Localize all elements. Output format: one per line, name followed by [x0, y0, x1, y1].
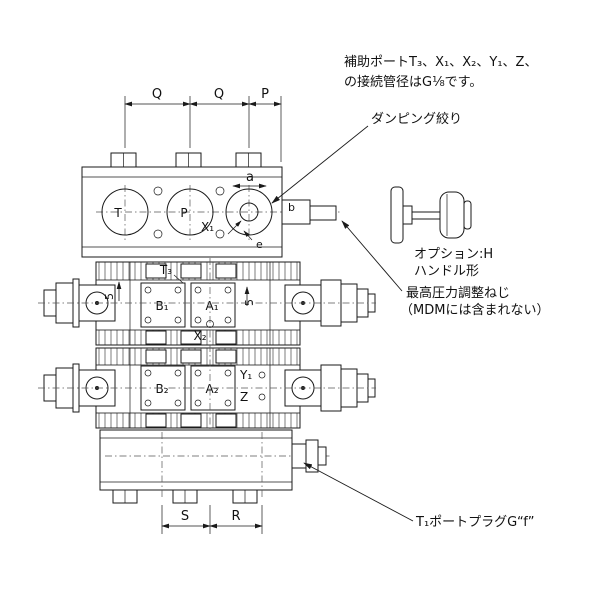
dim-label-5-left: 5 — [103, 293, 116, 300]
port-circle-p — [166, 188, 214, 236]
port-square-b1 — [140, 282, 186, 328]
note-aux-ports-line2: の接続管径はG⅛です。 — [344, 74, 482, 90]
dim-label-e: e — [256, 238, 263, 251]
t1-port-boss — [291, 443, 307, 469]
dim-label-r: R — [231, 509, 240, 524]
mounting-hole — [215, 229, 225, 239]
handle-stem — [411, 211, 441, 220]
bolt-heads-top — [110, 152, 262, 168]
y-port-hole — [258, 371, 266, 379]
note-option-line2: ハンドル形 — [414, 264, 479, 279]
port-label-t: T — [113, 206, 122, 220]
port-label-a1: A₁ — [205, 299, 218, 313]
note-pressure-line1: 最高圧力調整ねじ — [406, 285, 510, 301]
bolt-head — [180, 330, 202, 345]
port-square-b2 — [140, 365, 186, 411]
bolt-head — [145, 413, 167, 428]
port-label-p: P — [180, 206, 187, 220]
bottom-dimensions: S R — [161, 505, 263, 534]
port-circle-t — [101, 188, 149, 236]
valve-section-2: B₂ A₂ Y₁ Z — [43, 347, 376, 429]
dim-label-s: S — [181, 509, 189, 524]
t1-plug-leader — [303, 462, 414, 522]
port-label-y1: Y₁ — [239, 368, 252, 382]
port-label-x1: X₁ — [201, 220, 214, 234]
bolt-head — [180, 263, 202, 279]
handle-knob — [439, 191, 465, 239]
dim-label-q2: Q — [214, 87, 224, 102]
leader-lines — [271, 125, 414, 522]
dim-label-q1: Q — [152, 87, 162, 102]
port-label-b1: B₁ — [155, 299, 168, 313]
handle-bar — [390, 186, 404, 244]
manifold-body — [99, 429, 293, 491]
top-dimensions: Q Q P — [124, 87, 282, 162]
bolt-head — [215, 413, 237, 428]
note-damping: ダンピング絞り — [371, 112, 462, 127]
side-port-plug — [309, 205, 337, 221]
port-label-b2: B₂ — [155, 382, 168, 396]
side-port-boss — [281, 199, 311, 225]
bolt-head — [145, 330, 167, 345]
mounting-hole — [153, 229, 163, 239]
bolt-head — [180, 349, 202, 364]
dim-label-b: b — [288, 201, 295, 214]
bottom-manifold — [99, 429, 330, 504]
port-square-a1 — [190, 282, 236, 328]
damping-leader — [271, 125, 369, 204]
port-label-z: Z — [240, 390, 248, 404]
t1-port-plug-tip — [317, 446, 327, 466]
handle-option-figure — [390, 186, 472, 244]
note-aux-ports-line1: 補助ポートT₃、X₁、X₂、Y₁、Z、 — [344, 55, 537, 70]
annotations: 補助ポートT₃、X₁、X₂、Y₁、Z、 の接続管径はG⅛です。 ダンピング絞り … — [344, 55, 549, 530]
port-label-x2: X₂ — [193, 329, 206, 343]
handle-hub — [402, 205, 413, 225]
port-label-t3: T₃ — [159, 263, 172, 277]
dim-label-p: P — [261, 87, 269, 102]
port-label-a2: A₂ — [205, 382, 218, 396]
bolt-head — [145, 263, 167, 279]
bolt-head — [215, 330, 237, 345]
damping-orifice — [239, 202, 259, 222]
note-pressure-line2: （MDMには含まれない） — [400, 302, 549, 318]
valve-section-1: B₁ A₁ T₃ X₂ 5 5 — [43, 261, 376, 346]
note-t1-plug: T₁ポートプラグG“f” — [415, 515, 535, 530]
dim-label-5-right: 5 — [243, 299, 256, 306]
handle-knob-cap — [463, 200, 472, 230]
mounting-hole — [153, 186, 163, 196]
bolt-head — [215, 263, 237, 279]
z-port-hole — [258, 393, 266, 401]
bolt-head — [145, 349, 167, 364]
note-option-line1: オプション:H — [414, 247, 493, 262]
bolt-head — [215, 349, 237, 364]
top-manifold: T P X₁ a b e — [81, 152, 340, 258]
bolt-head — [180, 413, 202, 428]
dim-label-a: a — [246, 170, 254, 185]
mounting-hole — [215, 186, 225, 196]
pressure-screw-leader — [341, 220, 403, 292]
